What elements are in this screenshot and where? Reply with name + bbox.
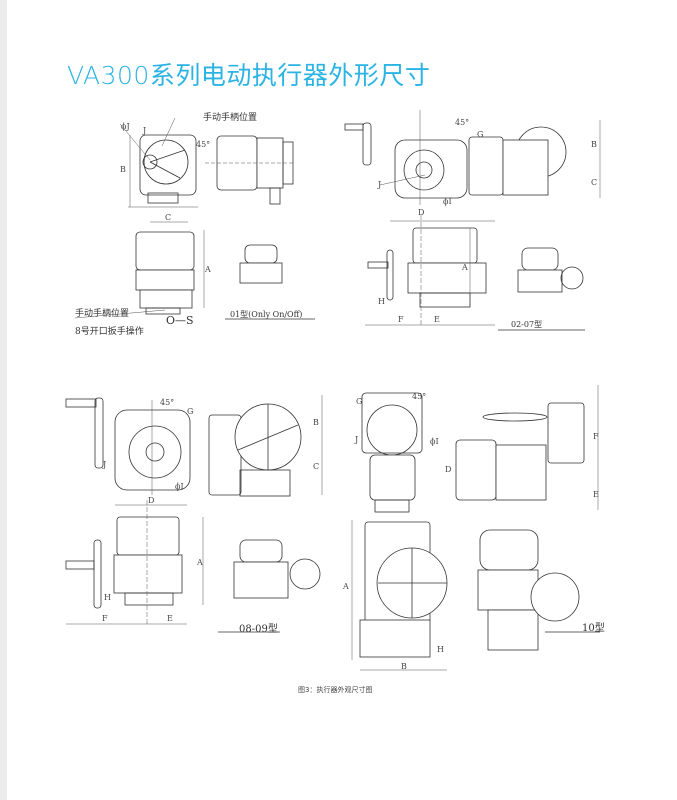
drawing-01-side (205, 135, 295, 205)
dim-f: F (102, 614, 108, 623)
dim-d: D (445, 465, 452, 474)
model-label: 01型(Only On/Off) (230, 310, 303, 319)
dim-d: D (148, 496, 155, 505)
dim-phi: ϕJ (121, 122, 130, 131)
drawing-10-front (361, 392, 423, 513)
handle-position-label: 手动手柄位置 (75, 309, 130, 319)
drawing-0809-side (208, 395, 323, 497)
drawing-01-iso (225, 244, 315, 320)
angle-label: 45° (412, 392, 427, 401)
drawing-10-elevation (351, 520, 448, 671)
dim-f: F (593, 432, 599, 441)
angle-label: 45° (196, 140, 211, 149)
drawing-0207-iso (498, 247, 585, 331)
dim-a: A (343, 582, 349, 591)
dim-phi: ϕI (175, 482, 184, 491)
drawing-0809-iso (218, 539, 321, 633)
dim-g: G (356, 397, 363, 406)
dim-b: B (401, 662, 407, 671)
dim-h: H (104, 593, 111, 602)
open-shut-label: O—S (166, 314, 194, 327)
page-edge (0, 0, 7, 800)
dim-a: A (462, 263, 468, 272)
dim-phi: ϕI (430, 437, 439, 446)
dim-h: H (437, 645, 444, 654)
page-title: VA300系列电动执行器外形尺寸 (67, 61, 431, 90)
dim-c: C (591, 178, 598, 187)
dim-g: G (477, 130, 484, 139)
dim-b: B (120, 165, 126, 174)
dim-j: J (143, 126, 147, 135)
dim-e: E (593, 490, 599, 499)
dim-f: F (398, 315, 404, 324)
drawing-01-elevation (74, 221, 205, 319)
dim-c: C (165, 213, 172, 222)
drawing-10-iso (477, 529, 600, 651)
dim-b: B (591, 140, 597, 149)
dim-phi: ϕI (443, 197, 452, 206)
model-label: 02-07型 (511, 320, 543, 329)
model-label: 08-09型 (239, 624, 278, 635)
drawing-0207-front (344, 110, 468, 205)
drawing-0207-elevation (365, 215, 495, 326)
dim-e: E (434, 315, 440, 324)
angle-label: 45° (160, 398, 175, 407)
handle-position-label: 手动手柄位置 (203, 113, 258, 123)
drawing-0809-elevation (65, 500, 204, 625)
drawing-0207-side (468, 120, 601, 198)
model-label: 10型 (582, 623, 605, 634)
dim-b: B (313, 418, 319, 427)
figure-caption: 图3：执行器外观尺寸图 (298, 686, 373, 694)
drawing-0809-front (65, 397, 191, 495)
dim-g: G (187, 407, 194, 416)
dim-a: A (197, 558, 203, 567)
wrench-label: 8号开口扳手操作 (75, 327, 144, 337)
dim-j: J (355, 435, 359, 444)
drawing-01-front (119, 117, 198, 208)
angle-label: 45° (455, 118, 470, 127)
dim-j: J (103, 460, 107, 469)
dim-j: J (378, 180, 382, 189)
dim-d: D (418, 208, 425, 217)
dim-h: H (378, 297, 385, 306)
drawing-10-side (455, 385, 599, 510)
dim-a: A (205, 265, 211, 274)
dim-e: E (167, 614, 173, 623)
dim-c: C (313, 462, 320, 471)
